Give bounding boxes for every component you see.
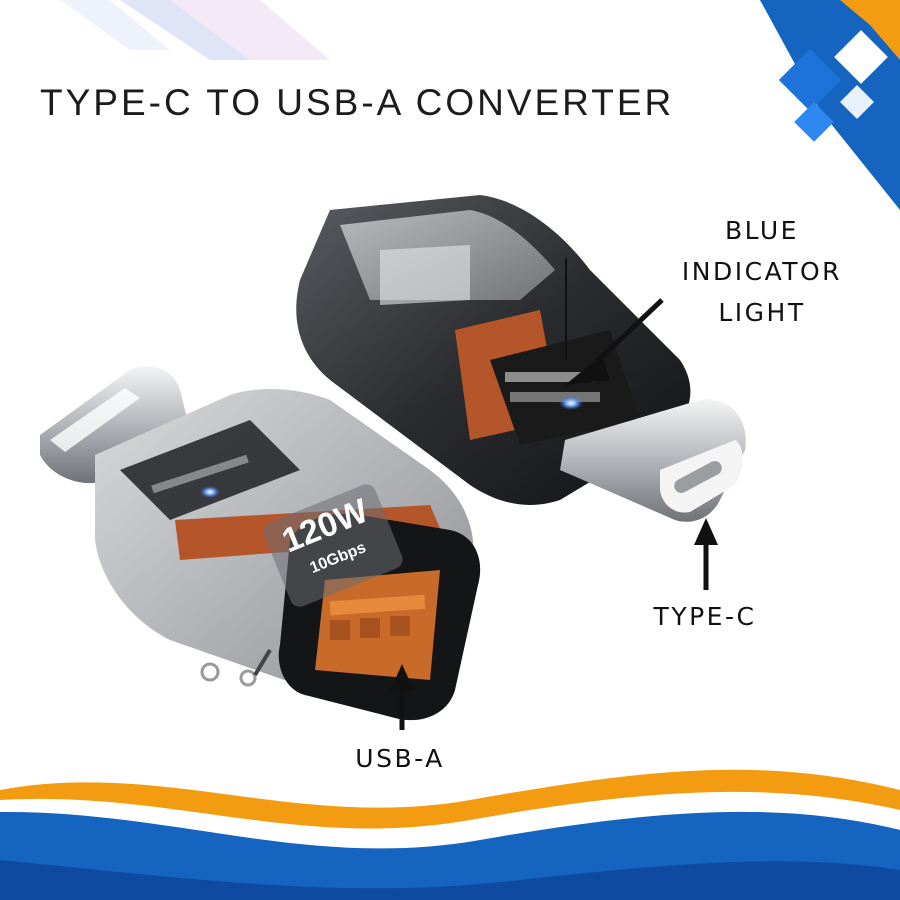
indicator-arrowhead: [565, 355, 610, 385]
bottom-wave: [0, 769, 900, 900]
indicator-light: [559, 396, 583, 410]
type-c-callout: TYPE-C: [653, 602, 757, 631]
arrows: [390, 258, 718, 730]
page-title: TYPE-C TO USB-A CONVERTER: [40, 82, 675, 123]
top-left-stripes: [60, 0, 330, 60]
callout-line-1: BLUE: [725, 216, 799, 245]
usb-a-callout: USB-A: [355, 744, 445, 773]
adapter-front: 120W 10Gbps: [40, 366, 481, 721]
corner-decoration: [760, 0, 900, 210]
callout-line-2: INDICATOR: [681, 257, 843, 286]
callout-line-3: LIGHT: [718, 298, 806, 327]
indicator-light-callout: BLUE INDICATOR LIGHT: [662, 210, 862, 333]
